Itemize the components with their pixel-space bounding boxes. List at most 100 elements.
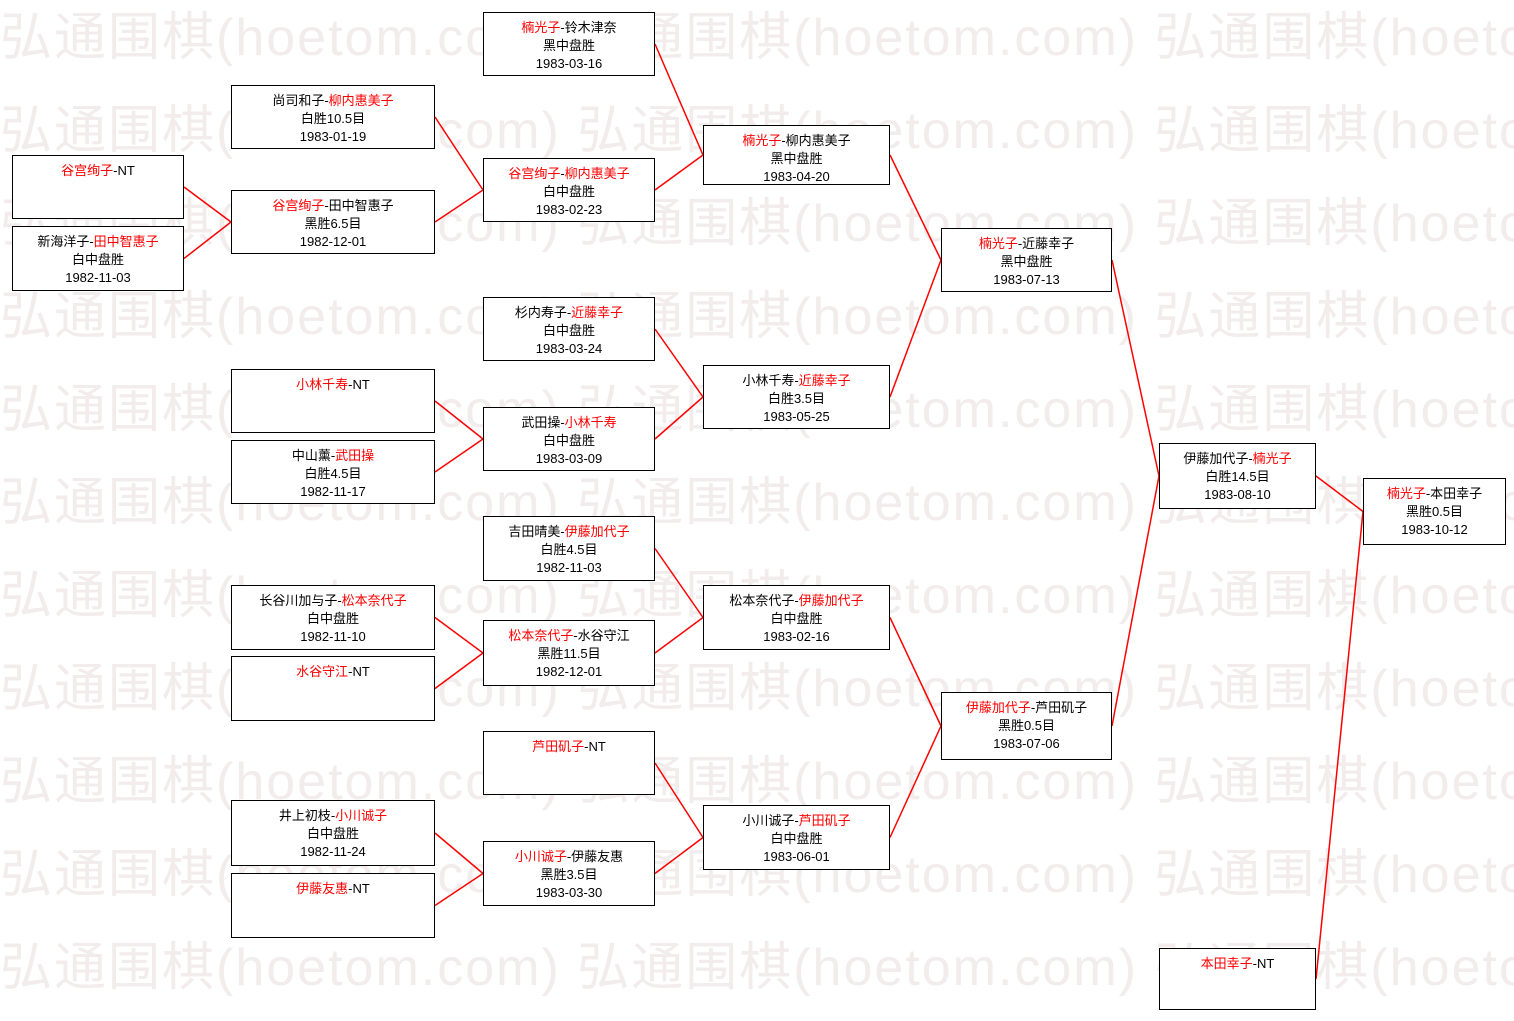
connector-line xyxy=(434,189,484,223)
player1-name[interactable]: 松本奈代子 xyxy=(729,593,795,608)
player2-name[interactable]: NT xyxy=(352,881,370,896)
players-line: 中山薰-武田操 xyxy=(232,447,434,465)
match-result xyxy=(1160,973,1315,991)
player1-name[interactable]: 谷宫绚子 xyxy=(61,163,114,178)
match-date: 1983-10-12 xyxy=(1401,522,1468,537)
player1-name[interactable]: 杉内寿子 xyxy=(514,305,567,320)
match-date: 1983-06-01 xyxy=(763,849,830,864)
player1-name[interactable]: 吉田晴美 xyxy=(508,524,561,539)
match-date: 1983-03-09 xyxy=(535,451,603,466)
players-line: 杉内寿子-近藤幸子 xyxy=(484,304,654,322)
player1-name[interactable]: 楠光子 xyxy=(1386,486,1426,501)
match-result: 黑胜0.5目 xyxy=(997,718,1056,733)
player2-name[interactable]: NT xyxy=(117,163,135,178)
connector-line xyxy=(1111,475,1160,727)
match-box-9: 小林千寿-NT xyxy=(231,369,435,433)
name-separator: - xyxy=(560,166,565,181)
player1-name[interactable]: 伊藤加代子 xyxy=(1183,451,1249,466)
player1-name[interactable]: 芦田矶子 xyxy=(532,739,585,754)
player2-name[interactable]: NT xyxy=(352,664,370,679)
player1-name[interactable]: 长谷川加与子 xyxy=(259,593,338,608)
player1-name[interactable]: 楠光子 xyxy=(742,133,782,148)
match-result: 黑中盘胜 xyxy=(1000,254,1053,269)
player1-name[interactable]: 松本奈代子 xyxy=(508,628,574,643)
match-date: 1982-11-24 xyxy=(300,844,366,859)
players-line: 芦田矶子-NT xyxy=(484,738,654,756)
player1-name[interactable]: 武田操 xyxy=(521,415,561,430)
player2-name[interactable]: 本田幸子 xyxy=(1430,486,1483,501)
player2-name[interactable]: 伊藤加代子 xyxy=(798,593,864,608)
player2-name[interactable]: 伊藤加代子 xyxy=(564,524,630,539)
player2-name[interactable]: NT xyxy=(588,739,606,754)
name-separator: - xyxy=(781,133,786,148)
player2-name[interactable]: 松本奈代子 xyxy=(341,593,407,608)
player2-name[interactable]: NT xyxy=(1257,956,1275,971)
players-line: 谷宫绚子-田中智惠子 xyxy=(232,197,434,215)
players-line: 楠光子-近藤幸子 xyxy=(942,235,1111,253)
player1-name[interactable]: 小林千寿 xyxy=(296,377,349,392)
player1-name[interactable]: 伊藤友惠 xyxy=(296,881,349,896)
match-date: 1983-04-20 xyxy=(763,169,830,184)
connector-line xyxy=(654,548,704,618)
name-separator: - xyxy=(794,373,799,388)
match-date xyxy=(232,412,434,430)
player2-name[interactable]: 铃木津奈 xyxy=(564,20,617,35)
connector-line xyxy=(889,725,942,838)
player1-name[interactable]: 谷宫绚子 xyxy=(272,198,325,213)
player2-name[interactable]: NT xyxy=(352,377,370,392)
player1-name[interactable]: 小林千寿 xyxy=(742,373,795,388)
player1-name[interactable]: 楠光子 xyxy=(521,20,561,35)
player2-name[interactable]: 芦田矶子 xyxy=(798,813,851,828)
match-result: 黑胜6.5目 xyxy=(304,216,362,231)
player1-name[interactable]: 谷宫绚子 xyxy=(508,166,561,181)
player2-name[interactable]: 小川诚子 xyxy=(335,808,388,823)
name-separator: - xyxy=(584,739,589,754)
match-date: 1983-02-16 xyxy=(763,629,830,644)
name-separator: - xyxy=(348,881,353,896)
player2-name[interactable]: 芦田矶子 xyxy=(1035,700,1088,715)
match-result: 白胜4.5目 xyxy=(304,466,362,481)
player2-name[interactable]: 小林千寿 xyxy=(564,415,617,430)
players-line: 长谷川加与子-松本奈代子 xyxy=(232,592,434,610)
name-separator: - xyxy=(794,593,799,608)
player2-name[interactable]: 近藤幸子 xyxy=(571,305,624,320)
player2-name[interactable]: 田中智惠子 xyxy=(93,234,159,249)
match-date xyxy=(13,198,183,216)
player1-name[interactable]: 本田幸子 xyxy=(1200,956,1253,971)
player1-name[interactable]: 井上初枝 xyxy=(278,808,331,823)
players-line: 新海洋子-田中智惠子 xyxy=(13,233,183,251)
player2-name[interactable]: 武田操 xyxy=(335,448,375,463)
connector-line xyxy=(434,116,484,191)
name-separator: - xyxy=(113,163,118,178)
player2-name[interactable]: 近藤幸子 xyxy=(1022,236,1075,251)
player2-name[interactable]: 柳内惠美子 xyxy=(328,93,394,108)
player1-name[interactable]: 水谷守江 xyxy=(296,664,349,679)
player2-name[interactable]: 伊藤友惠 xyxy=(571,849,624,864)
player1-name[interactable]: 新海洋子 xyxy=(37,234,90,249)
player2-name[interactable]: 水谷守江 xyxy=(577,628,630,643)
player2-name[interactable]: 近藤幸子 xyxy=(798,373,851,388)
player2-name[interactable]: 田中智惠子 xyxy=(328,198,394,213)
player1-name[interactable]: 楠光子 xyxy=(978,236,1018,251)
match-date: 1983-05-25 xyxy=(763,409,830,424)
player1-name[interactable]: 小川诚子 xyxy=(742,813,795,828)
player2-name[interactable]: 柳内惠美子 xyxy=(785,133,851,148)
match-date: 1983-07-06 xyxy=(993,736,1060,751)
player1-name[interactable]: 伊藤加代子 xyxy=(965,700,1031,715)
connector-line xyxy=(654,836,704,875)
player1-name[interactable]: 中山薰 xyxy=(291,448,331,463)
name-separator: - xyxy=(794,813,799,828)
player2-name[interactable]: 楠光子 xyxy=(1252,451,1292,466)
player1-name[interactable]: 小川诚子 xyxy=(514,849,567,864)
connector-line xyxy=(654,616,704,654)
players-line: 小林千寿-NT xyxy=(232,376,434,394)
player2-name[interactable]: 柳内惠美子 xyxy=(564,166,630,181)
match-result: 白胜4.5目 xyxy=(540,542,598,557)
player1-name[interactable]: 尚司和子 xyxy=(272,93,325,108)
